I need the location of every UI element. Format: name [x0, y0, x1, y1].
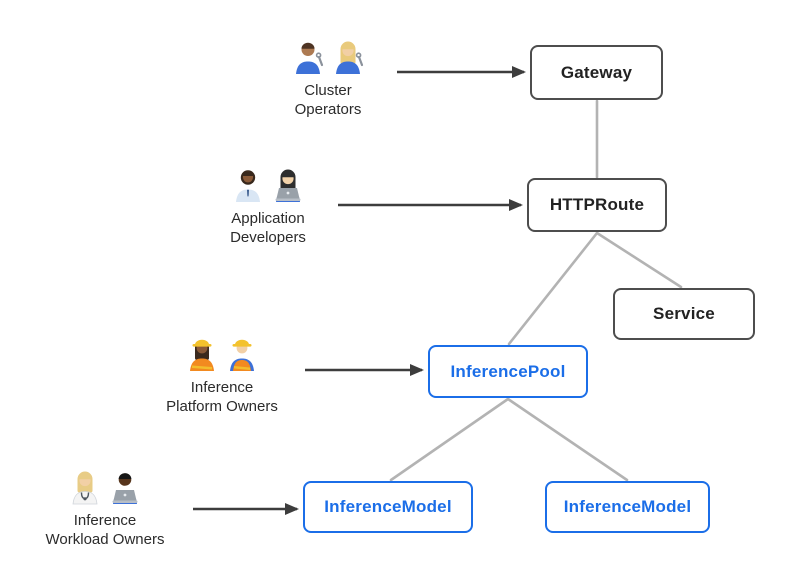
health-worker-icon — [72, 471, 98, 505]
resource-relation-lines — [389, 99, 683, 482]
node-inferencepool-label: InferencePool — [450, 361, 566, 381]
persona-application-developers: Application Developers — [188, 164, 348, 247]
inference-workload-owners-label-line2: Workload Owners — [45, 531, 165, 549]
line-httproute-inferencepool — [507, 231, 599, 346]
node-inferencemodel-left-label: InferenceModel — [324, 497, 452, 516]
node-httproute: HTTPRoute — [527, 178, 667, 232]
cluster-operators-label-line2: Operators — [294, 101, 362, 119]
node-inferencepool: InferencePool — [428, 345, 588, 398]
cluster-operators-icons — [296, 41, 364, 74]
woman-mechanic-icon — [336, 41, 364, 74]
application-developers-label-line2: Developers — [230, 229, 306, 247]
cluster-operators-label-line1: Cluster — [304, 82, 352, 99]
woman-technologist-icon — [275, 169, 301, 202]
inference-platform-owners-label-line1: Inference — [190, 379, 254, 396]
node-inferencemodel-left: InferenceModel — [303, 481, 473, 533]
man-mechanic-icon — [296, 42, 324, 74]
line-inferencepool-inferencemodel-left — [389, 397, 510, 482]
persona-inference-workload-owners: Inference Workload Owners — [25, 466, 185, 549]
node-gateway-label: Gateway — [560, 62, 633, 82]
inference-platform-owners-icons — [190, 339, 254, 371]
line-inferencepool-inferencemodel-right — [506, 397, 629, 482]
persona-inference-platform-owners: Inference Platform Owners — [142, 333, 302, 416]
inference-platform-owners-label: Inference Platform Owners — [166, 378, 278, 416]
inference-workload-owners-label-line1: Inference — [73, 512, 137, 529]
node-gateway: Gateway — [530, 45, 663, 100]
persona-arrows — [193, 66, 526, 515]
man-technologist-icon — [112, 473, 138, 504]
node-service: Service — [613, 288, 755, 340]
application-developers-label-line1: Application — [231, 210, 305, 227]
woman-construction-worker-icon — [190, 339, 214, 371]
application-developers-label: Application Developers — [230, 209, 306, 247]
persona-cluster-operators: Cluster Operators — [248, 36, 408, 119]
man-construction-worker-icon — [230, 339, 254, 371]
inference-workload-owners-label: Inference Workload Owners — [46, 511, 165, 549]
cluster-operators-label: Cluster Operators — [295, 81, 362, 119]
node-inferencemodel-right: InferenceModel — [545, 481, 710, 533]
inference-platform-owners-label-line2: Platform Owners — [166, 398, 278, 416]
application-developers-icons — [236, 169, 301, 202]
line-httproute-service — [595, 231, 683, 289]
node-httproute-label: HTTPRoute — [549, 195, 645, 214]
node-inferencemodel-right-label: InferenceModel — [563, 497, 692, 516]
node-service-label: Service — [653, 304, 715, 323]
inference-workload-owners-icons — [72, 471, 138, 505]
man-office-worker-icon — [236, 170, 260, 202]
